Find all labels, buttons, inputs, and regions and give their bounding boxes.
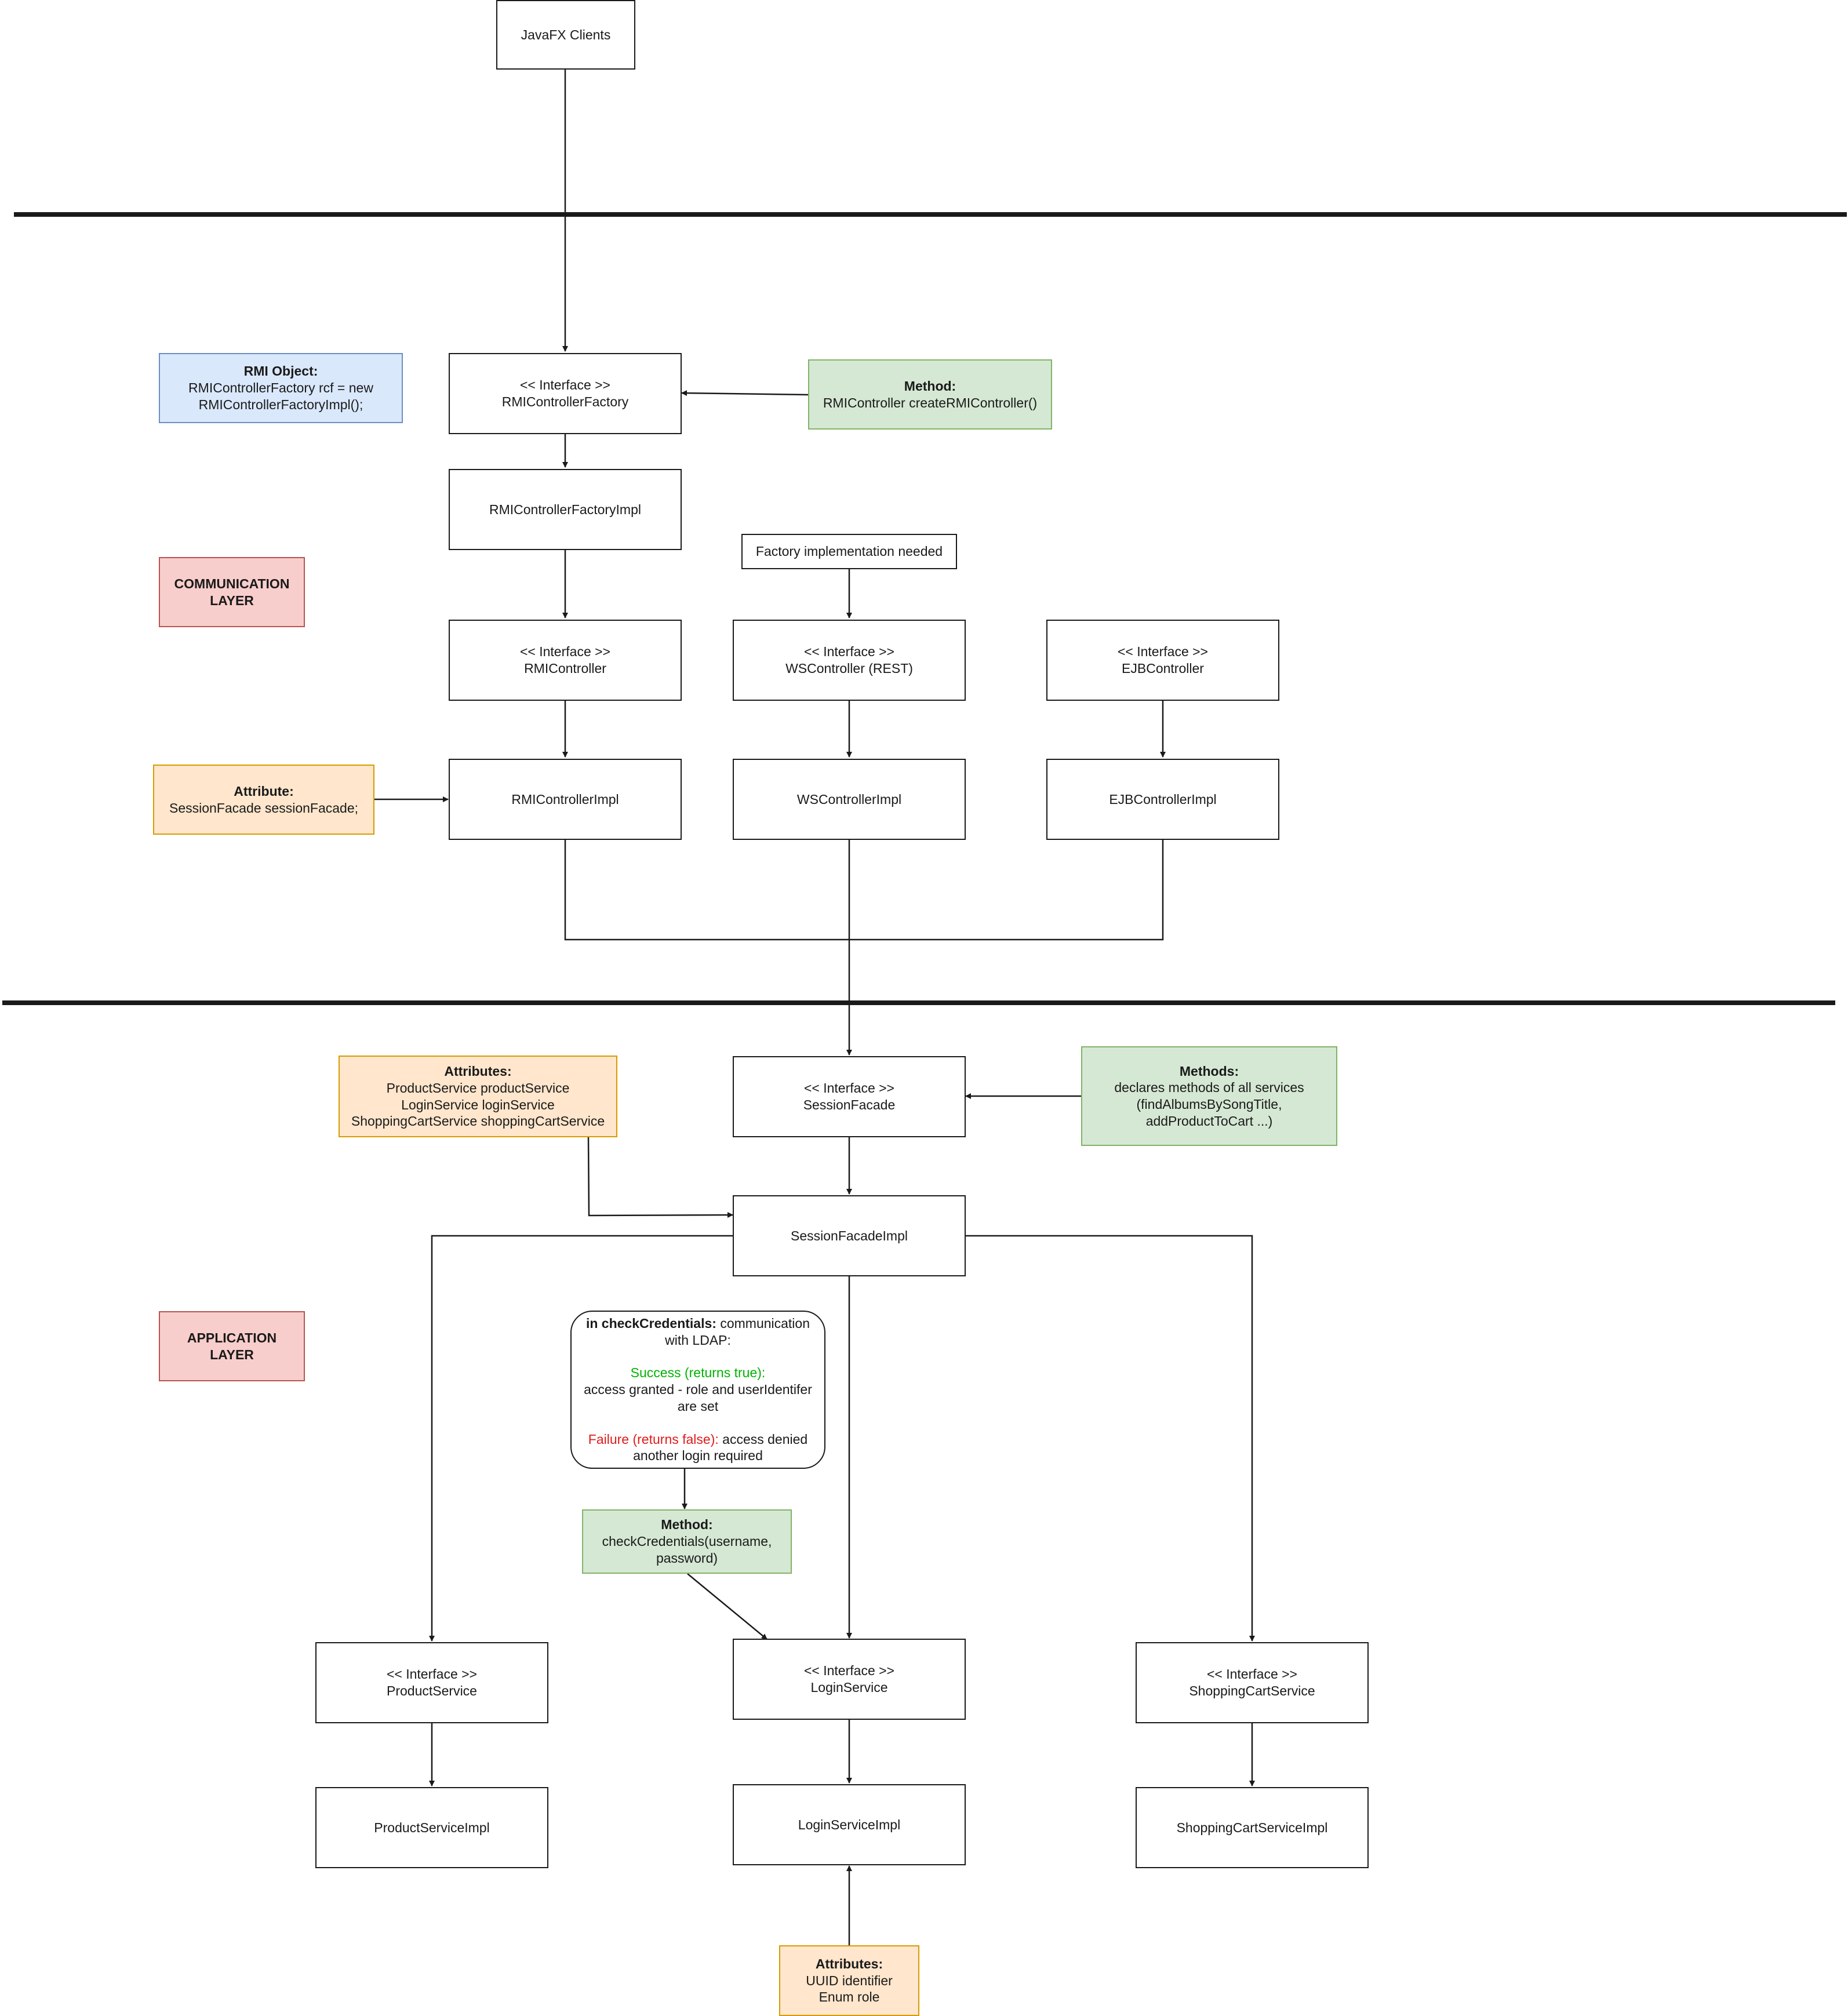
shopping-cart-service-interface: << Interface >> ShoppingCartService (1136, 1642, 1369, 1723)
rmi-controller-factory-impl: RMIControllerFactoryImpl (449, 469, 682, 550)
communication-layer-line2: LAYER (210, 592, 254, 608)
facade-attributes-line1: ProductService productService (386, 1080, 570, 1096)
factory-method-title: Method: (904, 378, 956, 394)
ws-impl-name: WSControllerImpl (796, 791, 902, 807)
facade-attributes-line3: ShoppingCartService shoppingCartService (351, 1113, 605, 1129)
facade-attributes-note: Attributes: ProductService productServic… (339, 1056, 617, 1137)
arrow-attributes-to-facadeimpl (587, 1137, 733, 1218)
product-impl-name: ProductServiceImpl (374, 1820, 490, 1835)
factory-needed-label: Factory implementation needed (755, 544, 943, 559)
arrow-facadeimpl-to-productservice (429, 1235, 733, 1642)
rmi-attribute-line1: SessionFacade sessionFacade; (169, 800, 359, 816)
product-service-interface: << Interface >> ProductService (315, 1642, 548, 1723)
factory-implementation-needed-note: Factory implementation needed (741, 534, 957, 569)
shopping-cart-service-impl: ShoppingCartServiceImpl (1136, 1787, 1369, 1868)
login-service-name: LoginService (810, 1680, 888, 1695)
rmi-attribute-title: Attribute: (234, 783, 294, 799)
credentials-line1: in checkCredentials: communication (586, 1315, 810, 1332)
credentials-line2: with LDAP: (665, 1332, 731, 1348)
session-facade-name: SessionFacade (803, 1097, 896, 1112)
connector-ejbimpl-merge (849, 840, 1164, 941)
cart-impl-name: ShoppingCartServiceImpl (1176, 1820, 1328, 1835)
arrow-facadeimpl-to-cartservice (966, 1235, 1255, 1642)
factory-impl-name: RMIControllerFactoryImpl (489, 501, 641, 517)
rmi-impl-name: RMIControllerImpl (511, 791, 619, 807)
session-facade-interface: << Interface >> SessionFacade (733, 1056, 966, 1137)
factory-name: RMIControllerFactory (501, 394, 629, 409)
credentials-success-line2: are set (677, 1398, 719, 1414)
product-service-name: ProductService (387, 1683, 477, 1698)
login-attributes-line2: Enum role (818, 1989, 880, 2005)
ejb-impl-name: EJBControllerImpl (1109, 791, 1217, 807)
rmi-controller-impl: RMIControllerImpl (449, 759, 682, 840)
check-credentials-method-note: Method: checkCredentials(username, passw… (582, 1509, 792, 1574)
session-facade-stereotype: << Interface >> (803, 1080, 894, 1096)
rmi-object-note: RMI Object: RMIControllerFactory rcf = n… (159, 353, 403, 423)
check-method-line1: checkCredentials(username, (602, 1534, 772, 1549)
product-service-stereotype: << Interface >> (386, 1666, 477, 1682)
arrow-method-to-factory (681, 390, 809, 396)
rmi-object-title: RMI Object: (243, 363, 318, 379)
ws-controller-interface: << Interface >> WSController (REST) (733, 620, 966, 701)
login-service-impl: LoginServiceImpl (733, 1784, 966, 1865)
facade-methods-line1: declares methods of all services (1114, 1080, 1304, 1096)
rmi-controller-stereotype: << Interface >> (519, 644, 610, 660)
rmi-object-line2: RMIControllerFactoryImpl(); (198, 396, 363, 412)
credentials-failure-label: Failure (returns false): (588, 1431, 719, 1447)
cart-service-stereotype: << Interface >> (1206, 1666, 1297, 1682)
facade-attributes-title: Attributes: (444, 1064, 512, 1079)
ws-controller-stereotype: << Interface >> (803, 644, 894, 660)
session-facade-impl-name: SessionFacadeImpl (791, 1228, 908, 1243)
ws-controller-name: WSController (REST) (785, 661, 913, 676)
login-service-interface: << Interface >> LoginService (733, 1639, 966, 1720)
credentials-success-line1: access granted - role and userIdentifer (584, 1382, 812, 1398)
connector-rmiimpl-merge (564, 840, 849, 941)
ejb-controller-name: EJBController (1122, 661, 1204, 676)
ejb-controller-interface: << Interface >> EJBController (1046, 620, 1279, 701)
arrow-checkmethod-to-loginservice (687, 1573, 767, 1640)
application-layer-line2: LAYER (210, 1347, 254, 1362)
check-method-line2: password) (656, 1550, 718, 1566)
credentials-success-label: Success (returns true): (630, 1365, 766, 1381)
factory-stereotype: << Interface >> (519, 377, 610, 393)
facade-methods-line2: (findAlbumsBySongTitle, (1136, 1097, 1282, 1112)
facade-methods-title: Methods: (1179, 1063, 1239, 1079)
credentials-failure-rest: access denied (718, 1431, 808, 1447)
cart-service-name: ShoppingCartService (1189, 1683, 1315, 1698)
credentials-title-rest: communication (716, 1315, 810, 1331)
communication-layer-label: COMMUNICATION LAYER (159, 557, 305, 627)
credentials-title: in checkCredentials: (585, 1315, 716, 1331)
rmi-controller-name: RMIController (524, 661, 606, 676)
facade-methods-note: Methods: declares methods of all service… (1081, 1046, 1337, 1146)
factory-method-note: Method: RMIController createRMIControlle… (808, 359, 1052, 430)
check-credentials-note: in checkCredentials: communication with … (570, 1311, 825, 1469)
check-method-title: Method: (661, 1517, 713, 1533)
javafx-clients-box: JavaFX Clients (496, 0, 635, 70)
product-service-impl: ProductServiceImpl (315, 1787, 548, 1868)
credentials-failure-line: Failure (returns false): access denied (588, 1431, 807, 1448)
application-layer-line1: APPLICATION (187, 1330, 277, 1345)
rmi-controller-factory-interface: << Interface >> RMIControllerFactory (449, 353, 682, 434)
login-attributes-title: Attributes: (815, 1956, 883, 1971)
facade-methods-line3: addProductToCart ...) (1145, 1113, 1273, 1129)
login-attributes-line1: UUID identifier (806, 1973, 893, 1988)
factory-method-line1: RMIController createRMIController() (823, 395, 1038, 410)
login-service-stereotype: << Interface >> (803, 1663, 894, 1679)
ejb-controller-impl: EJBControllerImpl (1046, 759, 1279, 840)
credentials-failure-line2: another login required (633, 1448, 763, 1464)
login-impl-name: LoginServiceImpl (798, 1817, 901, 1832)
rmi-attribute-note: Attribute: SessionFacade sessionFacade; (153, 765, 374, 835)
javafx-clients-label: JavaFX Clients (521, 27, 611, 42)
ejb-controller-stereotype: << Interface >> (1117, 644, 1208, 660)
application-layer-label: APPLICATION LAYER (159, 1311, 305, 1381)
rmi-object-line1: RMIControllerFactory rcf = new (188, 380, 373, 396)
ws-controller-impl: WSControllerImpl (733, 759, 966, 840)
login-attributes-note: Attributes: UUID identifier Enum role (779, 1945, 919, 2016)
rmi-controller-interface: << Interface >> RMIController (449, 620, 682, 701)
session-facade-impl: SessionFacadeImpl (733, 1195, 966, 1276)
facade-attributes-line2: LoginService loginService (401, 1097, 555, 1112)
communication-layer-line1: COMMUNICATION (174, 576, 290, 591)
